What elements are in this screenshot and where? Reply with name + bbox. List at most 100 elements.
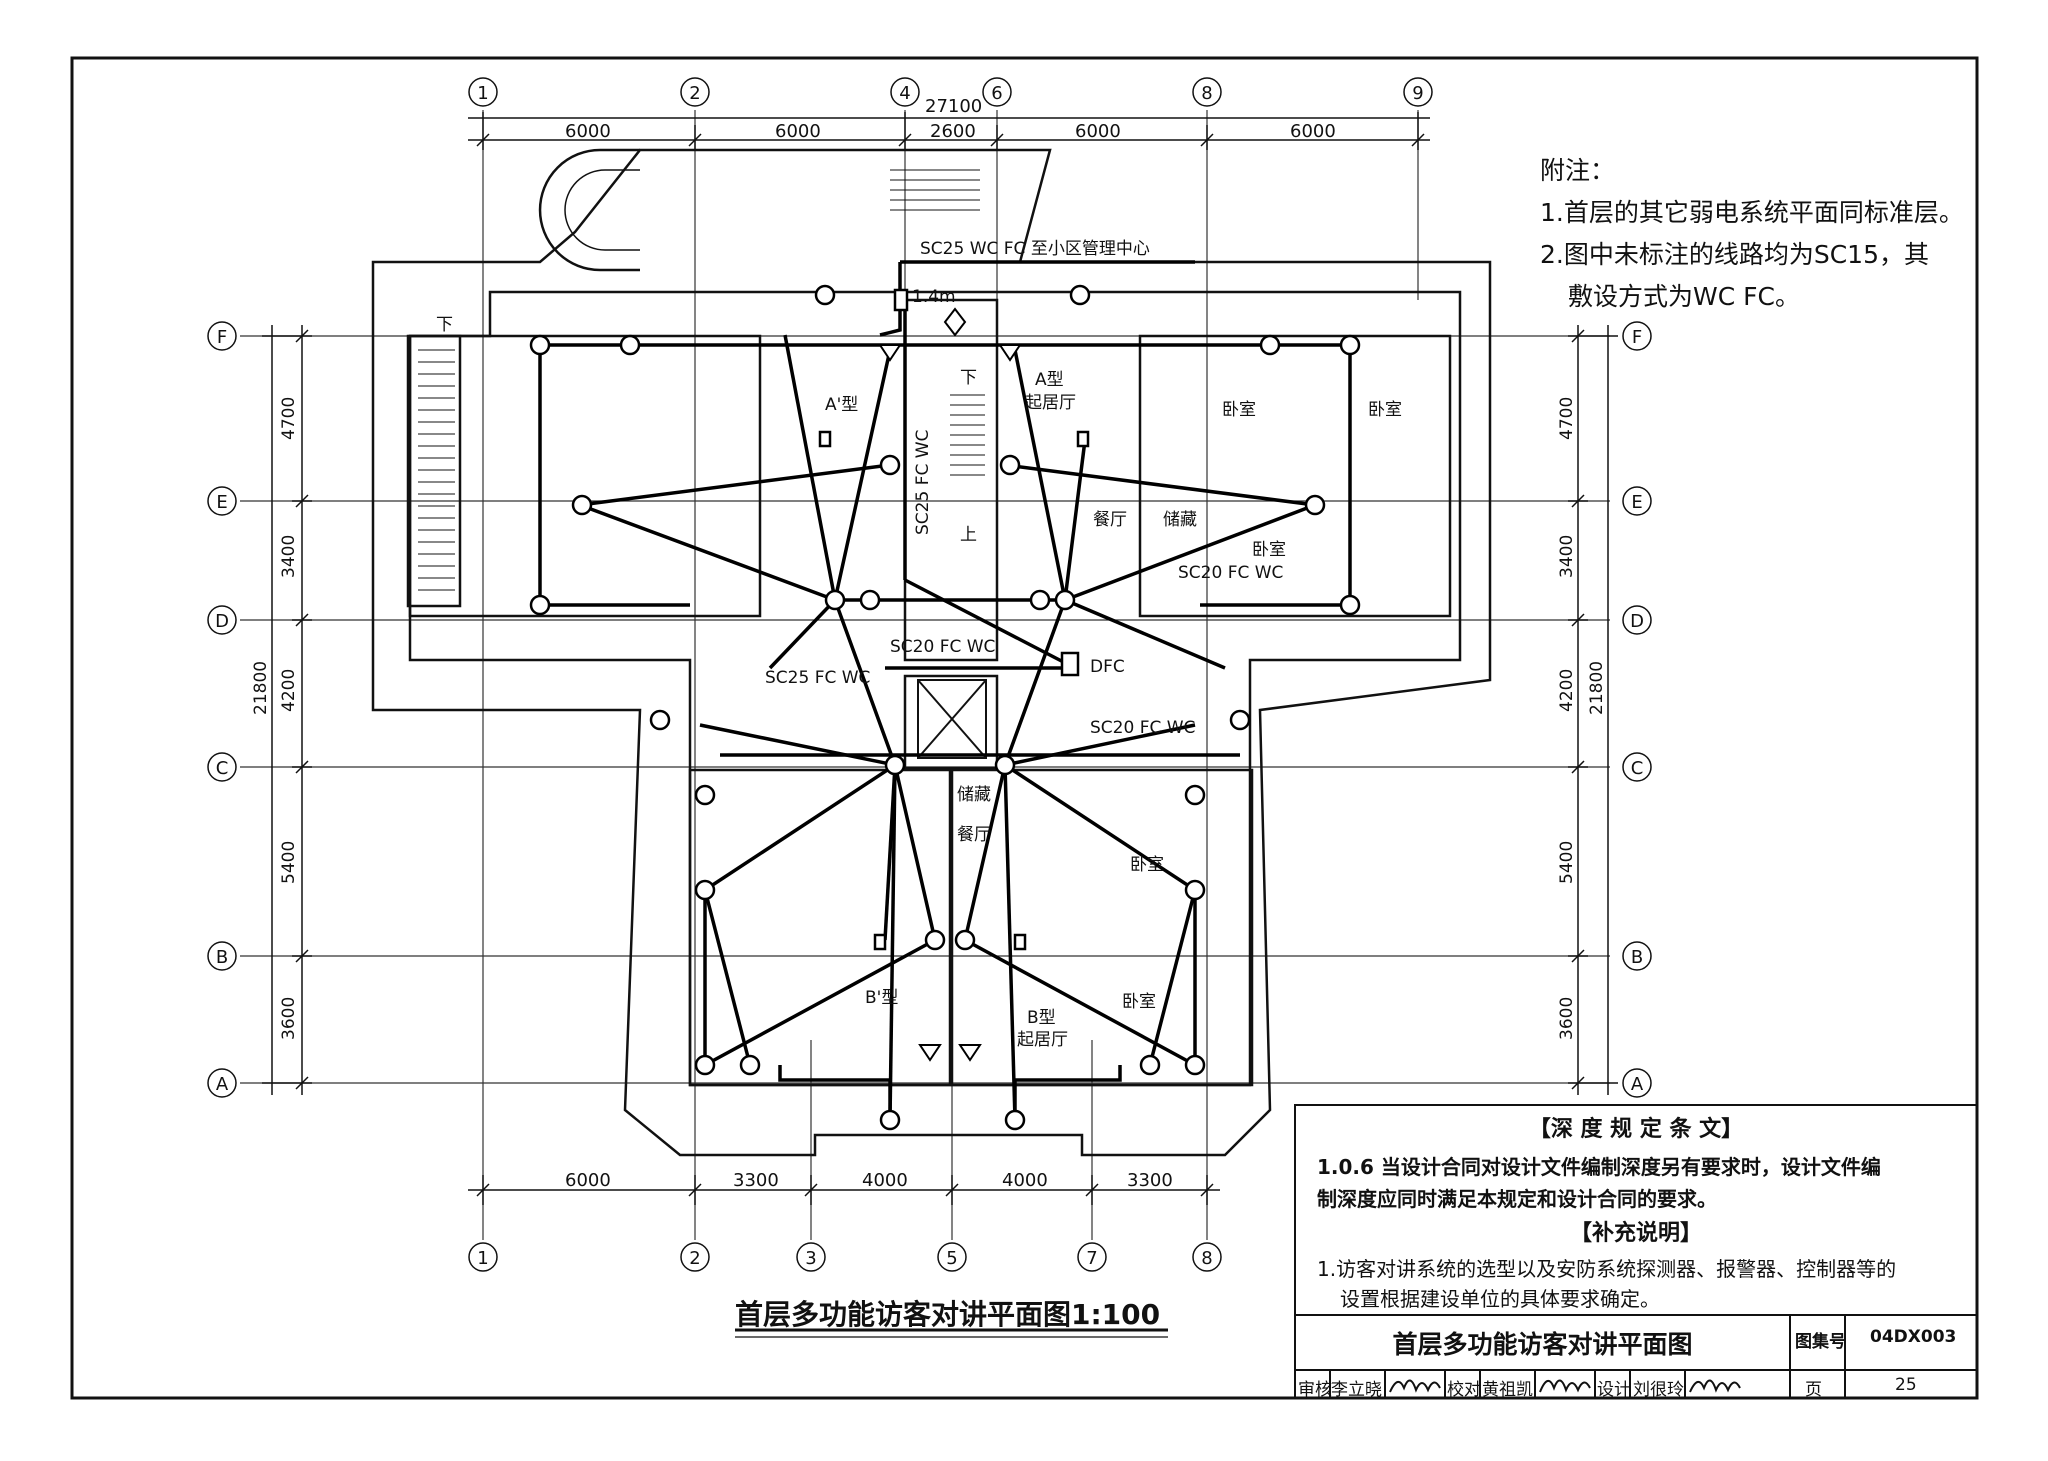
- unit-b-label: B型: [1027, 1008, 1056, 1028]
- sheet-title: 首层多功能访客对讲平面图: [1392, 1330, 1693, 1359]
- sc20-right-lower-label: SC20 FC WC: [1090, 718, 1195, 738]
- grid-col-2-bottom: 2: [689, 1248, 700, 1269]
- bedroom-label-5: 卧室: [1122, 992, 1156, 1012]
- grid-row-e-right: E: [1631, 492, 1642, 513]
- grid-bubbles-top: 1 2 4 6 8 9: [468, 77, 1433, 107]
- dim-left-3: 4200: [279, 669, 299, 712]
- atlas-number: 04DX003: [1870, 1327, 1957, 1347]
- curved-stair: [538, 148, 640, 272]
- grid-col-3-bottom: 3: [805, 1248, 816, 1269]
- bedroom-label-4: 卧室: [1130, 855, 1164, 875]
- grid-col-8-top: 8: [1201, 83, 1212, 104]
- sc20-mid-label: SC20 FC WC: [890, 637, 995, 657]
- dining-label-2: 餐厅: [957, 825, 991, 845]
- dim-right-3: 4200: [1557, 669, 1577, 712]
- conduit-label-top: SC25 WC FC 至小区管理中心: [920, 239, 1150, 259]
- grid-bubbles-left: F E D C B A: [207, 321, 237, 1098]
- dim-left-5: 3600: [279, 997, 299, 1040]
- dim-bottom-5: 3300: [1127, 1170, 1173, 1191]
- grid-col-6-top: 6: [991, 83, 1002, 104]
- dim-left-2: 3400: [279, 535, 299, 578]
- checker-name: 黄祖凯: [1482, 1380, 1533, 1400]
- storage-label-2: 储藏: [957, 785, 991, 805]
- bedroom-label-1: 卧室: [1222, 400, 1256, 420]
- dim-top-total: 27100: [925, 96, 982, 117]
- grid-row-b-left: B: [216, 947, 228, 968]
- unit-a-label: A型: [1035, 370, 1064, 390]
- grid-row-f-left: F: [217, 327, 227, 348]
- title-block: 【深 度 规 定 条 文】 1.0.6 当设计合同对设计文件编制深度另有要求时，…: [1295, 1105, 1977, 1400]
- stair-treads: [418, 169, 985, 591]
- dim-left-1: 4700: [279, 397, 299, 440]
- page-number: 25: [1895, 1375, 1917, 1395]
- dim-bottom-2: 3300: [733, 1170, 779, 1191]
- dim-left-4: 5400: [279, 841, 299, 884]
- dim-right-total: 21800: [1587, 661, 1607, 715]
- intercom-wiring: [538, 260, 1352, 1121]
- right-dimensions: [1568, 325, 1618, 1095]
- dim-right-5: 3600: [1557, 997, 1577, 1040]
- unit-a-prime-label: A'型: [825, 395, 858, 415]
- dim-left-total: 21800: [251, 661, 271, 715]
- spec-line-1: 1.0.6 当设计合同对设计文件编制深度另有要求时，设计文件编: [1317, 1155, 1881, 1179]
- device-symbols: [529, 284, 1361, 1131]
- dim-right-4: 5400: [1557, 841, 1577, 884]
- bottom-dimensions: [468, 1175, 1220, 1205]
- dim-bottom-3: 4000: [862, 1170, 908, 1191]
- dining-label-1: 餐厅: [1093, 510, 1127, 530]
- top-dimensions: [468, 112, 1430, 150]
- supplement-line-2: 设置根据建设单位的具体要求确定。: [1340, 1287, 1660, 1311]
- notes-line-2: 2.图中未标注的线路均为SC15，其: [1540, 240, 1929, 269]
- design-label: 设计: [1597, 1380, 1631, 1400]
- signatures: [1389, 1379, 1741, 1393]
- drawing-title: 首层多功能访客对讲平面图1:100: [735, 1298, 1161, 1331]
- dim-top-3: 2600: [930, 121, 976, 142]
- grid-col-1-top: 1: [477, 83, 488, 104]
- stair-down-left-label: 下: [436, 315, 453, 335]
- stair-down-label: 下: [960, 368, 977, 388]
- unit-a-hall-label: 起居厅: [1025, 393, 1076, 413]
- riser-label: SC25 FC WC: [913, 430, 933, 535]
- page-label: 页: [1805, 1380, 1822, 1400]
- grid-row-f-right: F: [1632, 327, 1642, 348]
- grid-col-2-top: 2: [689, 83, 700, 104]
- grid-bubbles-bottom: 1 2 3 5 7 8: [468, 1242, 1222, 1272]
- grid-row-a-right: A: [1631, 1074, 1644, 1095]
- grid-row-e-left: E: [216, 492, 227, 513]
- grid-col-8-bottom: 8: [1201, 1248, 1212, 1269]
- grid-row-b-right: B: [1631, 947, 1643, 968]
- check-label: 校对: [1447, 1380, 1481, 1400]
- bedroom-label-2: 卧室: [1368, 400, 1402, 420]
- dim-bottom-1: 6000: [565, 1170, 611, 1191]
- grid-row-c-right: C: [1631, 758, 1644, 779]
- grid-row-c-left: C: [216, 758, 229, 779]
- grid-row-a-left: A: [216, 1074, 229, 1095]
- reviewer-name: 李立晓: [1331, 1380, 1382, 1400]
- unit-b-hall-label: 起居厅: [1017, 1030, 1068, 1050]
- supplement-line-1: 1.访客对讲系统的选型以及安防系统探测器、报警器、控制器等的: [1317, 1257, 1897, 1281]
- grid-col-9-top: 9: [1412, 83, 1423, 104]
- general-notes: 附注： 1.首层的其它弱电系统平面同标准层。 2.图中未标注的线路均为SC15，…: [1540, 150, 1964, 318]
- grid-col-1-bottom: 1: [477, 1248, 488, 1269]
- bedroom-label-3: 卧室: [1252, 540, 1286, 560]
- spec-heading: 【深 度 规 定 条 文】: [1528, 1117, 1744, 1142]
- unit-b-prime-label: B'型: [865, 988, 898, 1008]
- left-dimensions: [262, 325, 312, 1095]
- storage-label-1: 储藏: [1163, 510, 1197, 530]
- atlas-label: 图集号: [1795, 1332, 1846, 1352]
- notes-line-1: 1.首层的其它弱电系统平面同标准层。: [1540, 198, 1964, 227]
- notes-line-3: 敷设方式为WC FC。: [1568, 282, 1800, 311]
- dim-top-1: 6000: [565, 121, 611, 142]
- notes-heading: 附注：: [1540, 156, 1616, 185]
- dim-right-1: 4700: [1557, 397, 1577, 440]
- stair-up-label: 上: [960, 525, 977, 545]
- sheet-border: [70, 56, 1979, 1400]
- designer-name: 刘很玲: [1633, 1380, 1684, 1400]
- grid-bubbles-right: F E D C B A: [1622, 321, 1652, 1098]
- elevator-shaft: [917, 679, 987, 759]
- grid-col-5-bottom: 5: [946, 1248, 957, 1269]
- dim-top-4: 6000: [1075, 121, 1121, 142]
- dfc-label: DFC: [1090, 657, 1125, 677]
